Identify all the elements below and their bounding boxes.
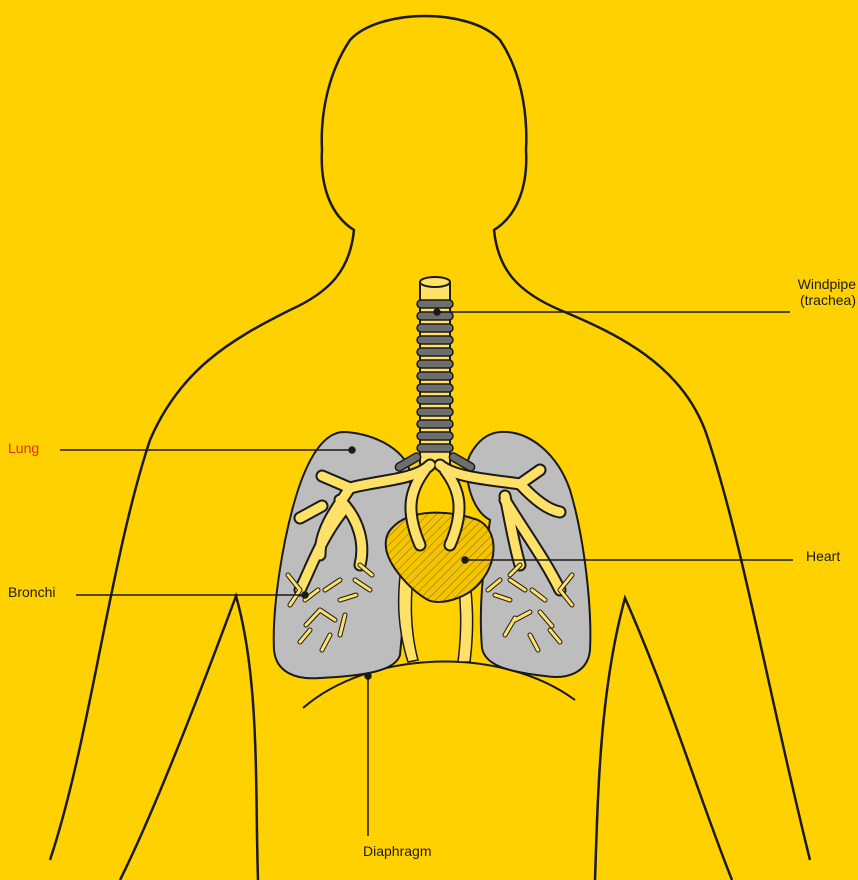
left-arm-line — [120, 596, 258, 880]
cartilage-ring — [417, 300, 453, 308]
cartilage-ring — [417, 360, 453, 368]
cartilage-ring — [417, 408, 453, 416]
cartilage-ring — [417, 420, 453, 428]
cartilage-ring — [417, 396, 453, 404]
cartilage-rings — [394, 300, 476, 472]
cartilage-ring — [417, 372, 453, 380]
diaphragm-leader-dot — [365, 673, 371, 679]
trachea-top — [420, 277, 450, 287]
cartilage-ring — [417, 432, 453, 440]
bronchi-leader-dot — [302, 592, 308, 598]
right-arm-line — [595, 598, 732, 880]
cartilage-ring — [417, 324, 453, 332]
cartilage-ring — [417, 444, 453, 452]
cartilage-ring — [417, 336, 453, 344]
windpipe-label-line2: (trachea) — [760, 292, 856, 308]
windpipe-leader-dot — [434, 309, 440, 315]
windpipe-label: Windpipe (trachea) — [760, 276, 856, 308]
diaphragm-label: Diaphragm — [363, 843, 431, 859]
heart-label: Heart — [806, 548, 840, 564]
lung-leader-dot — [349, 447, 355, 453]
windpipe-label-line1: Windpipe — [760, 276, 856, 292]
cartilage-ring — [417, 348, 453, 356]
cartilage-ring — [417, 384, 453, 392]
heart-leader-dot — [462, 557, 468, 563]
lung-label: Lung — [8, 440, 39, 456]
bronchi-label: Bronchi — [8, 584, 55, 600]
body-outline — [0, 16, 810, 878]
